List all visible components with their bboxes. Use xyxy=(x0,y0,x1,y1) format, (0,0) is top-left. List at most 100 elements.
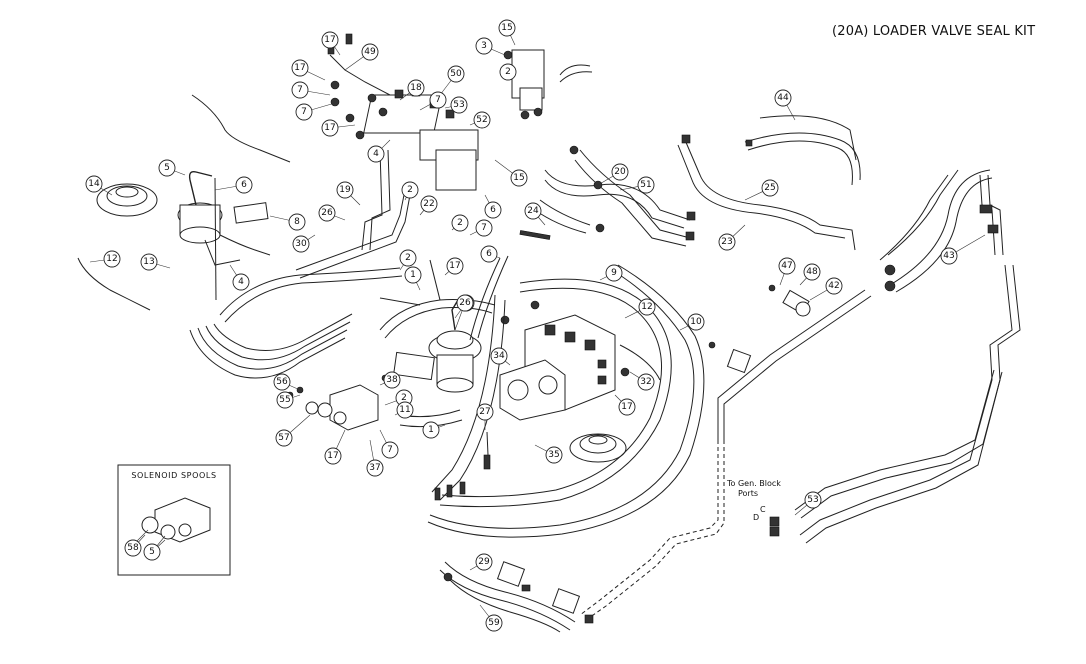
callout-circle xyxy=(545,446,563,464)
callout-circle xyxy=(291,81,309,99)
callout-48: 12 xyxy=(624,298,656,319)
callout-label: 9 xyxy=(611,268,617,278)
callout-circle xyxy=(803,263,821,281)
callout-28: 26 xyxy=(318,204,346,222)
lower-fittings xyxy=(434,431,491,501)
callout-label: 7 xyxy=(481,223,487,233)
callout-circle xyxy=(940,247,958,265)
port-label-c: C xyxy=(760,505,766,514)
callout-61: 1 xyxy=(422,421,446,439)
callout-label: 7 xyxy=(297,85,303,95)
dust-boot-left xyxy=(96,183,158,217)
callout-9: 2 xyxy=(499,63,517,81)
callout-24: 24 xyxy=(524,202,546,226)
callout-circle xyxy=(618,398,636,416)
callout-label: 8 xyxy=(294,217,300,227)
callout-label: 6 xyxy=(241,180,247,190)
callout-circle xyxy=(232,273,250,291)
callout-circle xyxy=(637,373,655,391)
callout-circle xyxy=(396,401,414,419)
callout-label: 26 xyxy=(321,208,333,218)
callout-label: 17 xyxy=(449,261,460,271)
callout-circle xyxy=(295,103,313,121)
callout-circle xyxy=(383,371,401,389)
callout-circle xyxy=(407,79,425,97)
callout-25: 7 xyxy=(469,219,493,237)
callout-10: 50 xyxy=(439,65,465,96)
callout-circle xyxy=(687,313,705,331)
callout-label: 2 xyxy=(401,393,407,403)
callout-circle xyxy=(361,43,379,61)
callout-label: 52 xyxy=(476,115,487,125)
callout-label: 17 xyxy=(621,402,632,412)
callout-label: 58 xyxy=(127,543,139,553)
callout-circle xyxy=(140,253,158,271)
callout-31: 8 xyxy=(269,213,306,231)
port-label-d: D xyxy=(753,513,759,522)
dashed-line-2 xyxy=(585,440,725,621)
callout-label: 11 xyxy=(399,405,410,415)
callout-circle xyxy=(456,294,474,312)
callout-label: 14 xyxy=(88,179,100,189)
callout-46: 26 xyxy=(454,294,474,331)
callout-circle xyxy=(404,266,422,284)
callout-circle xyxy=(637,176,655,194)
callout-26: 6 xyxy=(480,245,501,263)
callout-40: 12 xyxy=(89,250,121,268)
callout-circle xyxy=(321,31,339,49)
callout-label: 12 xyxy=(106,254,117,264)
lower-tubes xyxy=(439,561,594,633)
callout-54: 11 xyxy=(394,401,414,419)
callout-label: 15 xyxy=(513,173,524,183)
callout-circle xyxy=(490,347,508,365)
callout-circle xyxy=(235,176,253,194)
callout-27: 19 xyxy=(336,181,361,206)
callout-64: 17 xyxy=(614,394,636,416)
callout-circle xyxy=(429,91,447,109)
callout-49: 10 xyxy=(679,313,705,331)
callout-38: 1 xyxy=(404,266,422,291)
callout-label: 29 xyxy=(478,557,490,567)
inset-title: SOLENOID SPOOLS xyxy=(131,471,216,480)
callout-label: 6 xyxy=(486,249,492,259)
callout-circle xyxy=(422,421,440,439)
callout-circle xyxy=(498,19,516,37)
callout-label: 7 xyxy=(387,445,393,455)
callout-circle xyxy=(399,249,417,267)
callout-circle xyxy=(124,539,142,557)
callout-circle xyxy=(143,543,161,561)
callout-52: 2 xyxy=(384,389,413,407)
callout-label: 4 xyxy=(373,149,379,159)
callout-label: 49 xyxy=(364,47,376,57)
callout-label: 17 xyxy=(324,123,335,133)
callout-35: 13 xyxy=(140,253,171,271)
callout-62: 55 xyxy=(276,391,301,409)
callout-circle xyxy=(366,459,384,477)
callout-0: 17 xyxy=(291,59,326,81)
callout-circle xyxy=(476,403,494,421)
callout-circle xyxy=(638,298,656,316)
callout-60: 27 xyxy=(476,403,494,430)
callout-circle xyxy=(480,245,498,263)
main-control-valve xyxy=(499,300,630,421)
callout-circle xyxy=(275,429,293,447)
callout-label: 38 xyxy=(386,375,398,385)
callout-circle xyxy=(276,391,294,409)
callout-label: 47 xyxy=(781,261,792,271)
callout-15: 15 xyxy=(494,159,528,187)
callout-label: 34 xyxy=(493,351,505,361)
callout-label: 26 xyxy=(459,298,471,308)
callout-56: 37 xyxy=(366,439,384,477)
right-loader-hoses xyxy=(884,169,1004,293)
callout-circle xyxy=(524,202,542,220)
center-gasket xyxy=(393,351,435,381)
callout-label: 50 xyxy=(450,69,462,79)
callout-label: 10 xyxy=(690,317,702,327)
callout-label: 51 xyxy=(640,180,651,190)
callout-label: 6 xyxy=(490,205,496,215)
callout-8: 3 xyxy=(475,37,506,56)
callout-circle xyxy=(381,441,399,459)
callout-33: 5 xyxy=(158,159,186,177)
callout-label: 55 xyxy=(279,395,290,405)
callout-2: 17 xyxy=(321,31,341,56)
